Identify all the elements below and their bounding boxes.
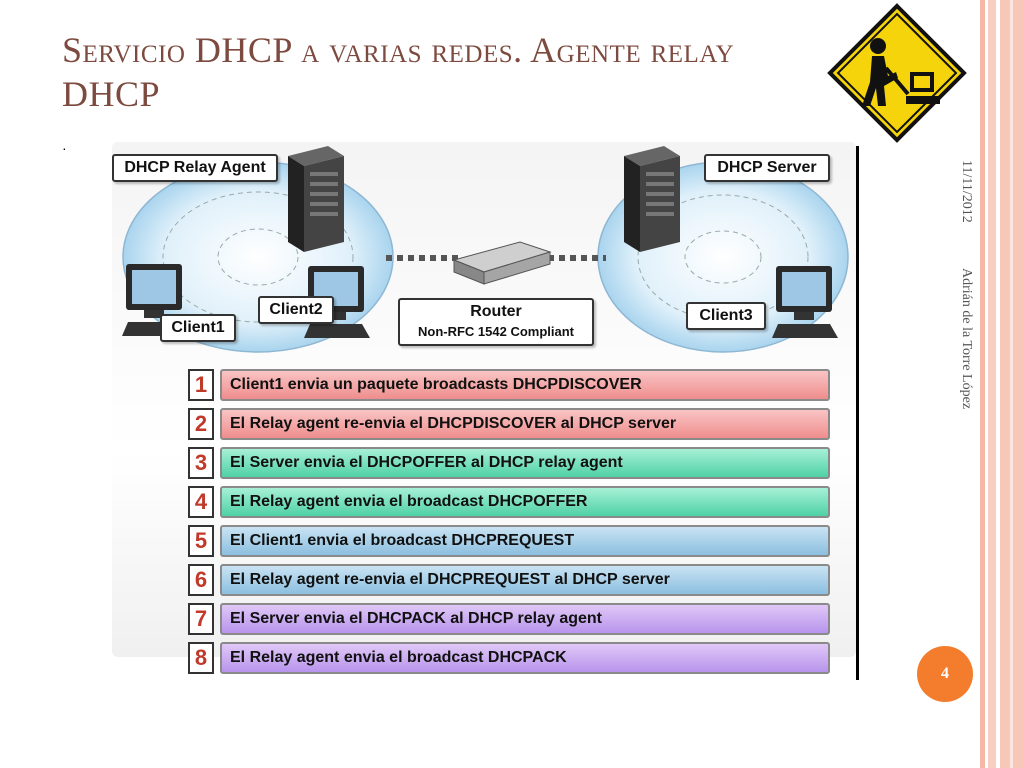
divider-line: [856, 146, 859, 680]
caution-sign-icon: [827, 3, 967, 143]
step-text: El Client1 envia el broadcast DHCPREQUES…: [220, 525, 830, 557]
slide-date: 11/11/2012: [959, 160, 974, 223]
step-row: 2 El Relay agent re-envia el DHCPDISCOVE…: [188, 408, 830, 440]
step-number: 5: [188, 525, 214, 557]
bullet: ·: [62, 140, 67, 156]
step-number: 6: [188, 564, 214, 596]
client1-label: Client1: [160, 314, 236, 342]
step-number: 7: [188, 603, 214, 635]
decorative-stripe: [988, 0, 996, 768]
page-number: 4: [917, 646, 973, 702]
step-text: El Relay agent envia el broadcast DHCPAC…: [220, 642, 830, 674]
step-number: 2: [188, 408, 214, 440]
router-label: Router Non-RFC 1542 Compliant: [398, 298, 594, 346]
router-subtitle: Non-RFC 1542 Compliant: [417, 324, 574, 339]
client3-label: Client3: [686, 302, 766, 330]
server-tower-icon: [288, 146, 344, 252]
decorative-stripe: [980, 0, 985, 768]
step-row: 4 El Relay agent envia el broadcast DHCP…: [188, 486, 830, 518]
step-text: El Relay agent re-envia el DHCPDISCOVER …: [220, 408, 830, 440]
step-text: El Server envia el DHCPOFFER al DHCP rel…: [220, 447, 830, 479]
step-number: 8: [188, 642, 214, 674]
step-text: El Relay agent envia el broadcast DHCPOF…: [220, 486, 830, 518]
router-title: Router: [470, 303, 522, 320]
step-row: 3 El Server envia el DHCPOFFER al DHCP r…: [188, 447, 830, 479]
relay-agent-label: DHCP Relay Agent: [112, 154, 278, 182]
step-number: 1: [188, 369, 214, 401]
step-text: Client1 envia un paquete broadcasts DHCP…: [220, 369, 830, 401]
client2-label: Client2: [258, 296, 334, 324]
step-row: 6 El Relay agent re-envia el DHCPREQUEST…: [188, 564, 830, 596]
step-row: 7 El Server envia el DHCPACK al DHCP rel…: [188, 603, 830, 635]
step-number: 4: [188, 486, 214, 518]
step-row: 8 El Relay agent envia el broadcast DHCP…: [188, 642, 830, 674]
slide-title: Servicio DHCP a varias redes. Agente rel…: [62, 30, 735, 114]
step-row: 5 El Client1 envia el broadcast DHCPREQU…: [188, 525, 830, 557]
router-icon: [452, 241, 552, 285]
step-text: El Relay agent re-envia el DHCPREQUEST a…: [220, 564, 830, 596]
slide-author: Adrián de la Torre López: [959, 268, 974, 410]
dhcp-relay-diagram: DHCP Relay Agent DHCP Server Client1 Cli…: [108, 142, 860, 682]
step-text: El Server envia el DHCPACK al DHCP relay…: [220, 603, 830, 635]
server-tower-icon: [624, 146, 680, 252]
step-row: 1 Client1 envia un paquete broadcasts DH…: [188, 369, 830, 401]
decorative-stripe: [1010, 0, 1013, 768]
dhcp-server-label: DHCP Server: [704, 154, 830, 182]
step-number: 3: [188, 447, 214, 479]
computer-monitor-icon: [772, 266, 838, 338]
